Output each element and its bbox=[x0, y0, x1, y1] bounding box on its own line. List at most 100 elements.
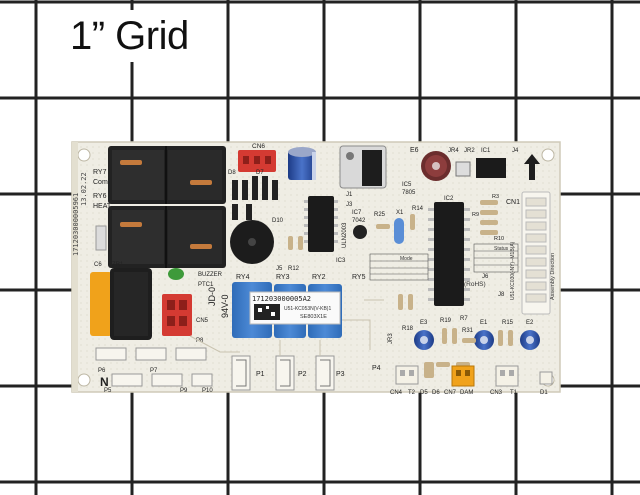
label-zr1: ZR1 bbox=[112, 262, 124, 268]
label-r9: R9 bbox=[472, 212, 479, 218]
label-j1: J1 bbox=[346, 192, 353, 198]
label-r15: R15 bbox=[502, 320, 514, 326]
label-r7: R7 bbox=[460, 316, 468, 322]
label-p9: P9 bbox=[180, 388, 188, 394]
resistor-row-bottom bbox=[398, 294, 513, 378]
diode-array bbox=[232, 176, 278, 220]
label-r25: R25 bbox=[374, 212, 386, 218]
label-x1: X1 bbox=[396, 210, 404, 216]
label-jr4: JR4 bbox=[448, 148, 459, 154]
relay-ry7 bbox=[108, 146, 226, 204]
regulator-7805 bbox=[339, 145, 387, 189]
capacitor-e2 bbox=[520, 330, 540, 350]
label-cn7: CN7 bbox=[444, 390, 457, 396]
label-ic7: IC7 bbox=[352, 210, 362, 216]
label-7042: 7042 bbox=[352, 218, 366, 224]
label-r3: R3 bbox=[492, 194, 499, 200]
label-j8: J8 bbox=[498, 292, 505, 298]
board-serial-vertical: 171203000005961 bbox=[72, 193, 80, 256]
barcode-sticker bbox=[249, 291, 341, 325]
label-d10: D10 bbox=[272, 218, 284, 224]
label-uln2003: ULN2003 bbox=[342, 222, 348, 248]
sticker-model: SE803X1E bbox=[300, 314, 327, 320]
label-c6: C6 bbox=[94, 262, 102, 268]
label-ry4: RY4 bbox=[236, 274, 250, 281]
terminal-p2 bbox=[275, 355, 295, 391]
label-mode: Mode bbox=[400, 256, 413, 262]
grid-title: 1” Grid bbox=[66, 10, 193, 62]
label-assembly-direction: Assembly Direction bbox=[550, 253, 556, 300]
label-j5: J5 bbox=[276, 266, 283, 272]
capacitor-e6 bbox=[421, 151, 451, 181]
label-p10: P10 bbox=[202, 388, 213, 394]
resistor-r12 bbox=[288, 236, 293, 250]
terminal-p3 bbox=[315, 355, 335, 391]
label-cn4: CN4 bbox=[390, 390, 403, 396]
label-j3: J3 bbox=[346, 202, 353, 208]
label-rohs: (RoHS) bbox=[464, 281, 486, 288]
label-com: Com bbox=[93, 179, 108, 186]
label-d5: D5 bbox=[420, 390, 428, 396]
resistor-j5 bbox=[298, 236, 303, 250]
label-ry2: RY2 bbox=[312, 274, 326, 281]
connector-cn1 bbox=[521, 191, 551, 315]
label-p6: P6 bbox=[98, 368, 106, 374]
buzzer bbox=[230, 220, 274, 264]
label-ic5: IC5 bbox=[402, 182, 412, 188]
label-d1: D1 bbox=[540, 390, 548, 396]
label-ry3: RY3 bbox=[276, 274, 290, 281]
label-jd: JD-0 bbox=[207, 287, 217, 306]
ic-uln2003 bbox=[304, 196, 338, 252]
label-ic1: IC1 bbox=[481, 148, 491, 154]
label-ic2: IC2 bbox=[444, 196, 454, 202]
label-r19: R19 bbox=[440, 318, 452, 324]
label-e1: E1 bbox=[480, 320, 488, 326]
label-ry6: RY6 bbox=[93, 193, 107, 200]
relay-ry6 bbox=[108, 206, 226, 268]
ic-ic2-microcontroller bbox=[428, 202, 470, 306]
connector-d1 bbox=[539, 371, 553, 385]
capacitor-e3 bbox=[414, 330, 434, 350]
label-d6: D6 bbox=[432, 390, 440, 396]
label-n: N bbox=[100, 375, 109, 389]
label-94v0: 94V-0 bbox=[220, 294, 230, 318]
label-jr2: JR2 bbox=[464, 148, 475, 154]
label-e2: E2 bbox=[526, 320, 534, 326]
label-board-code: U51-KC030(-NY)--M1B(A) bbox=[510, 241, 516, 300]
capacitor-e1 bbox=[474, 330, 494, 350]
label-p7: P7 bbox=[150, 368, 158, 374]
connector-cn4 bbox=[395, 365, 419, 385]
resistor-r14 bbox=[410, 214, 415, 230]
label-cn6: CN6 bbox=[252, 143, 265, 150]
terminal-left bbox=[95, 225, 107, 251]
sticker-code: U51-KC053N(V-KB)1 bbox=[284, 306, 331, 312]
arrow-up-icon bbox=[524, 154, 540, 180]
connector-cn7 bbox=[451, 365, 475, 387]
barcode-number: 171203000005A2 bbox=[252, 295, 311, 303]
resistor-r25 bbox=[376, 224, 390, 229]
label-j6: J6 bbox=[482, 274, 489, 280]
label-d7: D7 bbox=[256, 170, 264, 176]
label-r14: R14 bbox=[412, 206, 424, 212]
label-jr3: JR3 bbox=[388, 333, 394, 344]
label-ry5: RY5 bbox=[352, 274, 366, 281]
label-e6: E6 bbox=[410, 147, 419, 154]
status-mode-table bbox=[369, 243, 519, 281]
label-7805: 7805 bbox=[402, 190, 416, 196]
terminal-group-left bbox=[95, 347, 213, 387]
ic-ic1 bbox=[476, 158, 506, 178]
label-cn1: CN1 bbox=[506, 199, 520, 206]
label-j4: J4 bbox=[512, 148, 519, 154]
label-p1: P1 bbox=[256, 371, 265, 378]
label-e3: E3 bbox=[420, 320, 428, 326]
ptc-component bbox=[90, 268, 152, 340]
label-ry7: RY7 bbox=[93, 169, 107, 176]
connector-cn5 bbox=[162, 294, 192, 336]
terminal-p1 bbox=[231, 355, 251, 391]
label-p4: P4 bbox=[372, 365, 381, 372]
label-buzzer: BUZZER bbox=[198, 272, 223, 278]
green-indicator bbox=[168, 268, 184, 280]
pcb-traces bbox=[189, 299, 384, 356]
